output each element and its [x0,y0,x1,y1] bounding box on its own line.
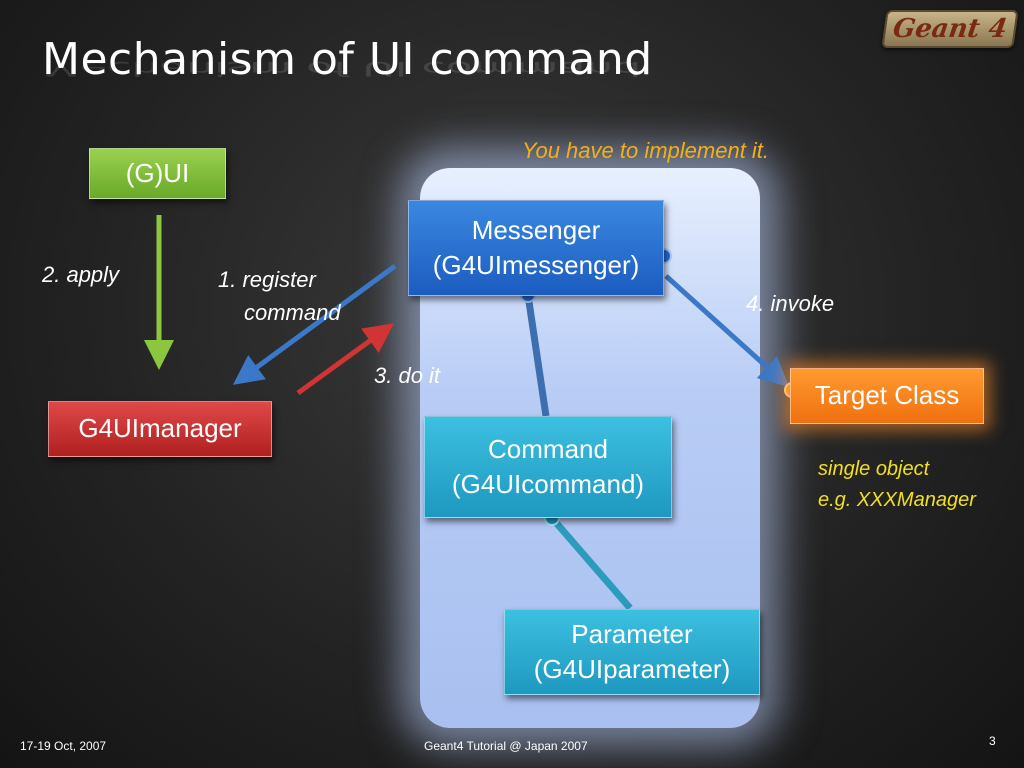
gui-label: (G)UI [125,157,190,188]
parameter-box: Parameter (G4UIparameter) [504,609,760,695]
invoke-label: 4. invoke [746,291,835,316]
messenger-box: Messenger (G4UImessenger) [408,200,664,296]
parameter-label: Parameter [571,618,693,649]
page-number: 3 [989,734,996,748]
uimanager-box: G4UImanager [48,401,272,457]
command-label: Command [488,433,608,464]
register-arrow [232,263,397,385]
target-note: single object e.g. XXXManager [818,454,976,516]
gui-box: (G)UI [89,148,226,199]
messenger-command-link [524,294,550,417]
apply-label: 2. apply [42,262,120,287]
invoke-arrow [664,274,790,388]
parameter-class-label: (G4UIparameter) [533,654,731,684]
messenger-label: Messenger [471,214,601,245]
slide-title: Mechanism of UI command [42,34,653,85]
uimanager-label: G4UImanager [78,413,242,444]
do-it-label: 3. do it [374,363,441,388]
command-class-label: (G4UIcommand) [451,469,645,499]
implement-note: You have to implement it. [522,138,770,163]
do-it-arrow [296,323,395,396]
example-note: e.g. XXXManager [818,489,976,511]
footer-date: 17-19 Oct, 2007 [20,739,107,753]
messenger-class-label: (G4UImessenger) [432,250,640,280]
register-label: 1. register [218,267,316,292]
command-parameter-link [549,515,633,611]
register-label-line2: command [244,300,341,325]
single-object-note: single object [818,458,930,480]
footer-event: Geant4 Tutorial @ Japan 2007 [424,739,588,753]
target-class-label: Target Class [814,380,960,411]
target-class-box: Target Class [790,368,984,424]
command-box: Command (G4UIcommand) [424,416,672,518]
